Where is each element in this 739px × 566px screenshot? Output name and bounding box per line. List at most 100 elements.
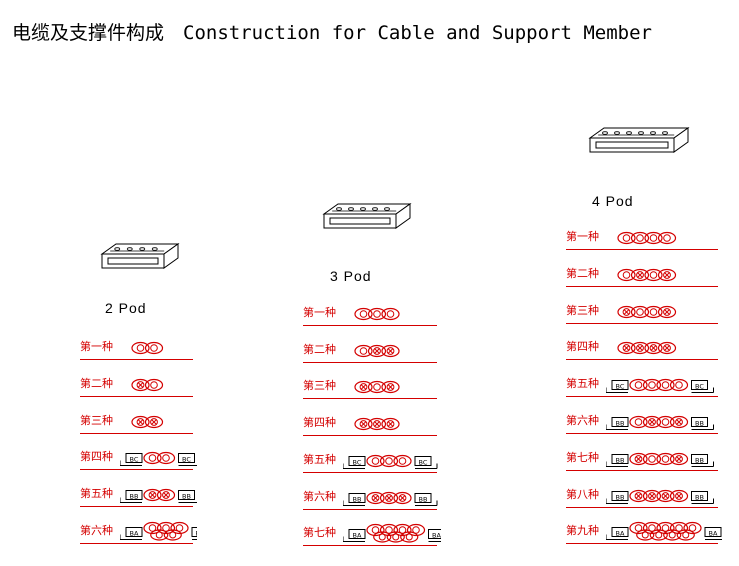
cable-lens: [644, 268, 663, 281]
cable-core-circle: [649, 270, 658, 279]
support-block-4-pod-drawing: [588, 127, 690, 153]
cable-cross-line: [664, 272, 670, 278]
cable-lens: [144, 341, 164, 355]
variant-underline: [303, 471, 437, 473]
cable-lens: [617, 231, 636, 245]
variant-underline: [303, 325, 437, 326]
support-block-3-pod-drawing: [322, 203, 412, 229]
pod-label-2: 2 Pod: [105, 300, 147, 316]
block-hole: [614, 131, 620, 135]
cable-cross-line: [676, 492, 682, 499]
cable-lens: [367, 344, 387, 357]
cable-core-circle: [663, 234, 671, 242]
cable-lens: [617, 342, 636, 355]
cable-cross-line: [399, 494, 406, 501]
cable-lens: [381, 307, 400, 321]
cable-core-crossed: [675, 418, 683, 426]
end-cap-label: BC: [695, 383, 704, 391]
cable-lens: [649, 529, 668, 541]
variant-underline: [303, 545, 437, 547]
end-cap-box: [428, 529, 441, 540]
cable-core-crossed: [622, 307, 631, 316]
end-cap-box: [125, 527, 143, 537]
cable-core-circle: [636, 234, 644, 242]
block-hole: [126, 247, 133, 251]
variant-underline: [566, 543, 718, 545]
cable-lens: [669, 452, 689, 465]
cable-lens: [630, 342, 650, 355]
end-cap-label: BA: [616, 530, 625, 538]
cable-cross-line: [360, 384, 367, 391]
variant-row: 第一种: [80, 336, 193, 360]
cable-lens: [656, 452, 675, 465]
cable-core-circle: [378, 533, 386, 541]
cable-core-crossed: [648, 418, 656, 426]
cable-cross-line: [635, 456, 642, 462]
cable-core-circle: [649, 234, 658, 242]
page-title: 电缆及支撑件构成 Construction for Cable and Supp…: [12, 22, 652, 44]
cable-lens: [393, 491, 412, 504]
cable-lens: [150, 529, 169, 541]
block-side-face: [673, 127, 689, 153]
cable-lens: [379, 524, 399, 537]
cable-lens: [354, 307, 373, 321]
cable-core-circle: [150, 380, 158, 389]
cable-arrangement-drawing: [617, 268, 677, 281]
cable-core-circle: [649, 307, 658, 316]
cable-cross-line: [650, 345, 657, 352]
cable-lens: [642, 489, 662, 502]
end-cap-box: [178, 453, 195, 464]
cable-core-circle: [636, 307, 644, 316]
cable-core-crossed: [373, 420, 381, 429]
variant-label: 第四种: [303, 416, 336, 430]
cable-lens: [617, 268, 636, 281]
cable-lens: [656, 379, 675, 392]
cable-core-circle: [386, 310, 395, 318]
cable-lens: [657, 305, 677, 318]
cable-lens: [156, 521, 176, 535]
variant-row: 第二种: [80, 373, 193, 397]
cable-core-circle: [634, 418, 643, 426]
variant-label: 第六种: [303, 489, 336, 503]
cable-core-crossed: [359, 383, 368, 392]
cable-core-crossed: [675, 491, 683, 500]
cable-lens: [393, 524, 412, 537]
cable-cross-line: [163, 492, 169, 498]
variant-underline: [303, 435, 437, 437]
cable-core-circle: [655, 531, 663, 539]
cable-lens: [642, 522, 662, 535]
cable-lens: [669, 522, 689, 535]
block-hole: [151, 247, 158, 251]
cable-lens: [143, 452, 162, 465]
cable-core-circle: [136, 344, 145, 352]
cable-core-crossed: [649, 344, 658, 353]
cable-cross-line: [664, 308, 670, 315]
cable-lens: [170, 521, 189, 535]
variant-label: 第一种: [80, 340, 113, 353]
cable-lens: [367, 417, 387, 431]
end-cap-label: BA: [709, 530, 718, 538]
end-cap-box: [611, 417, 629, 427]
block-side-face: [395, 203, 411, 229]
cable-core-crossed: [663, 307, 671, 316]
end-cap-box: [704, 527, 722, 538]
cable-arrangement-drawing: [131, 378, 164, 391]
cable-lens: [629, 489, 648, 502]
variant-label: 第三种: [80, 413, 113, 427]
cable-core-crossed: [373, 346, 381, 355]
variant-label: 第六种: [566, 414, 599, 427]
cable-cross-line: [623, 308, 630, 315]
cable-lens: [379, 491, 399, 504]
cable-lens: [144, 378, 164, 391]
cable-cross-line: [151, 418, 157, 425]
cable-lens: [354, 381, 373, 394]
cable-cross-line: [635, 492, 642, 499]
end-cap-label: BA: [196, 530, 197, 538]
cable-core-crossed: [385, 493, 393, 502]
variant-row: 第一种: [566, 226, 718, 250]
